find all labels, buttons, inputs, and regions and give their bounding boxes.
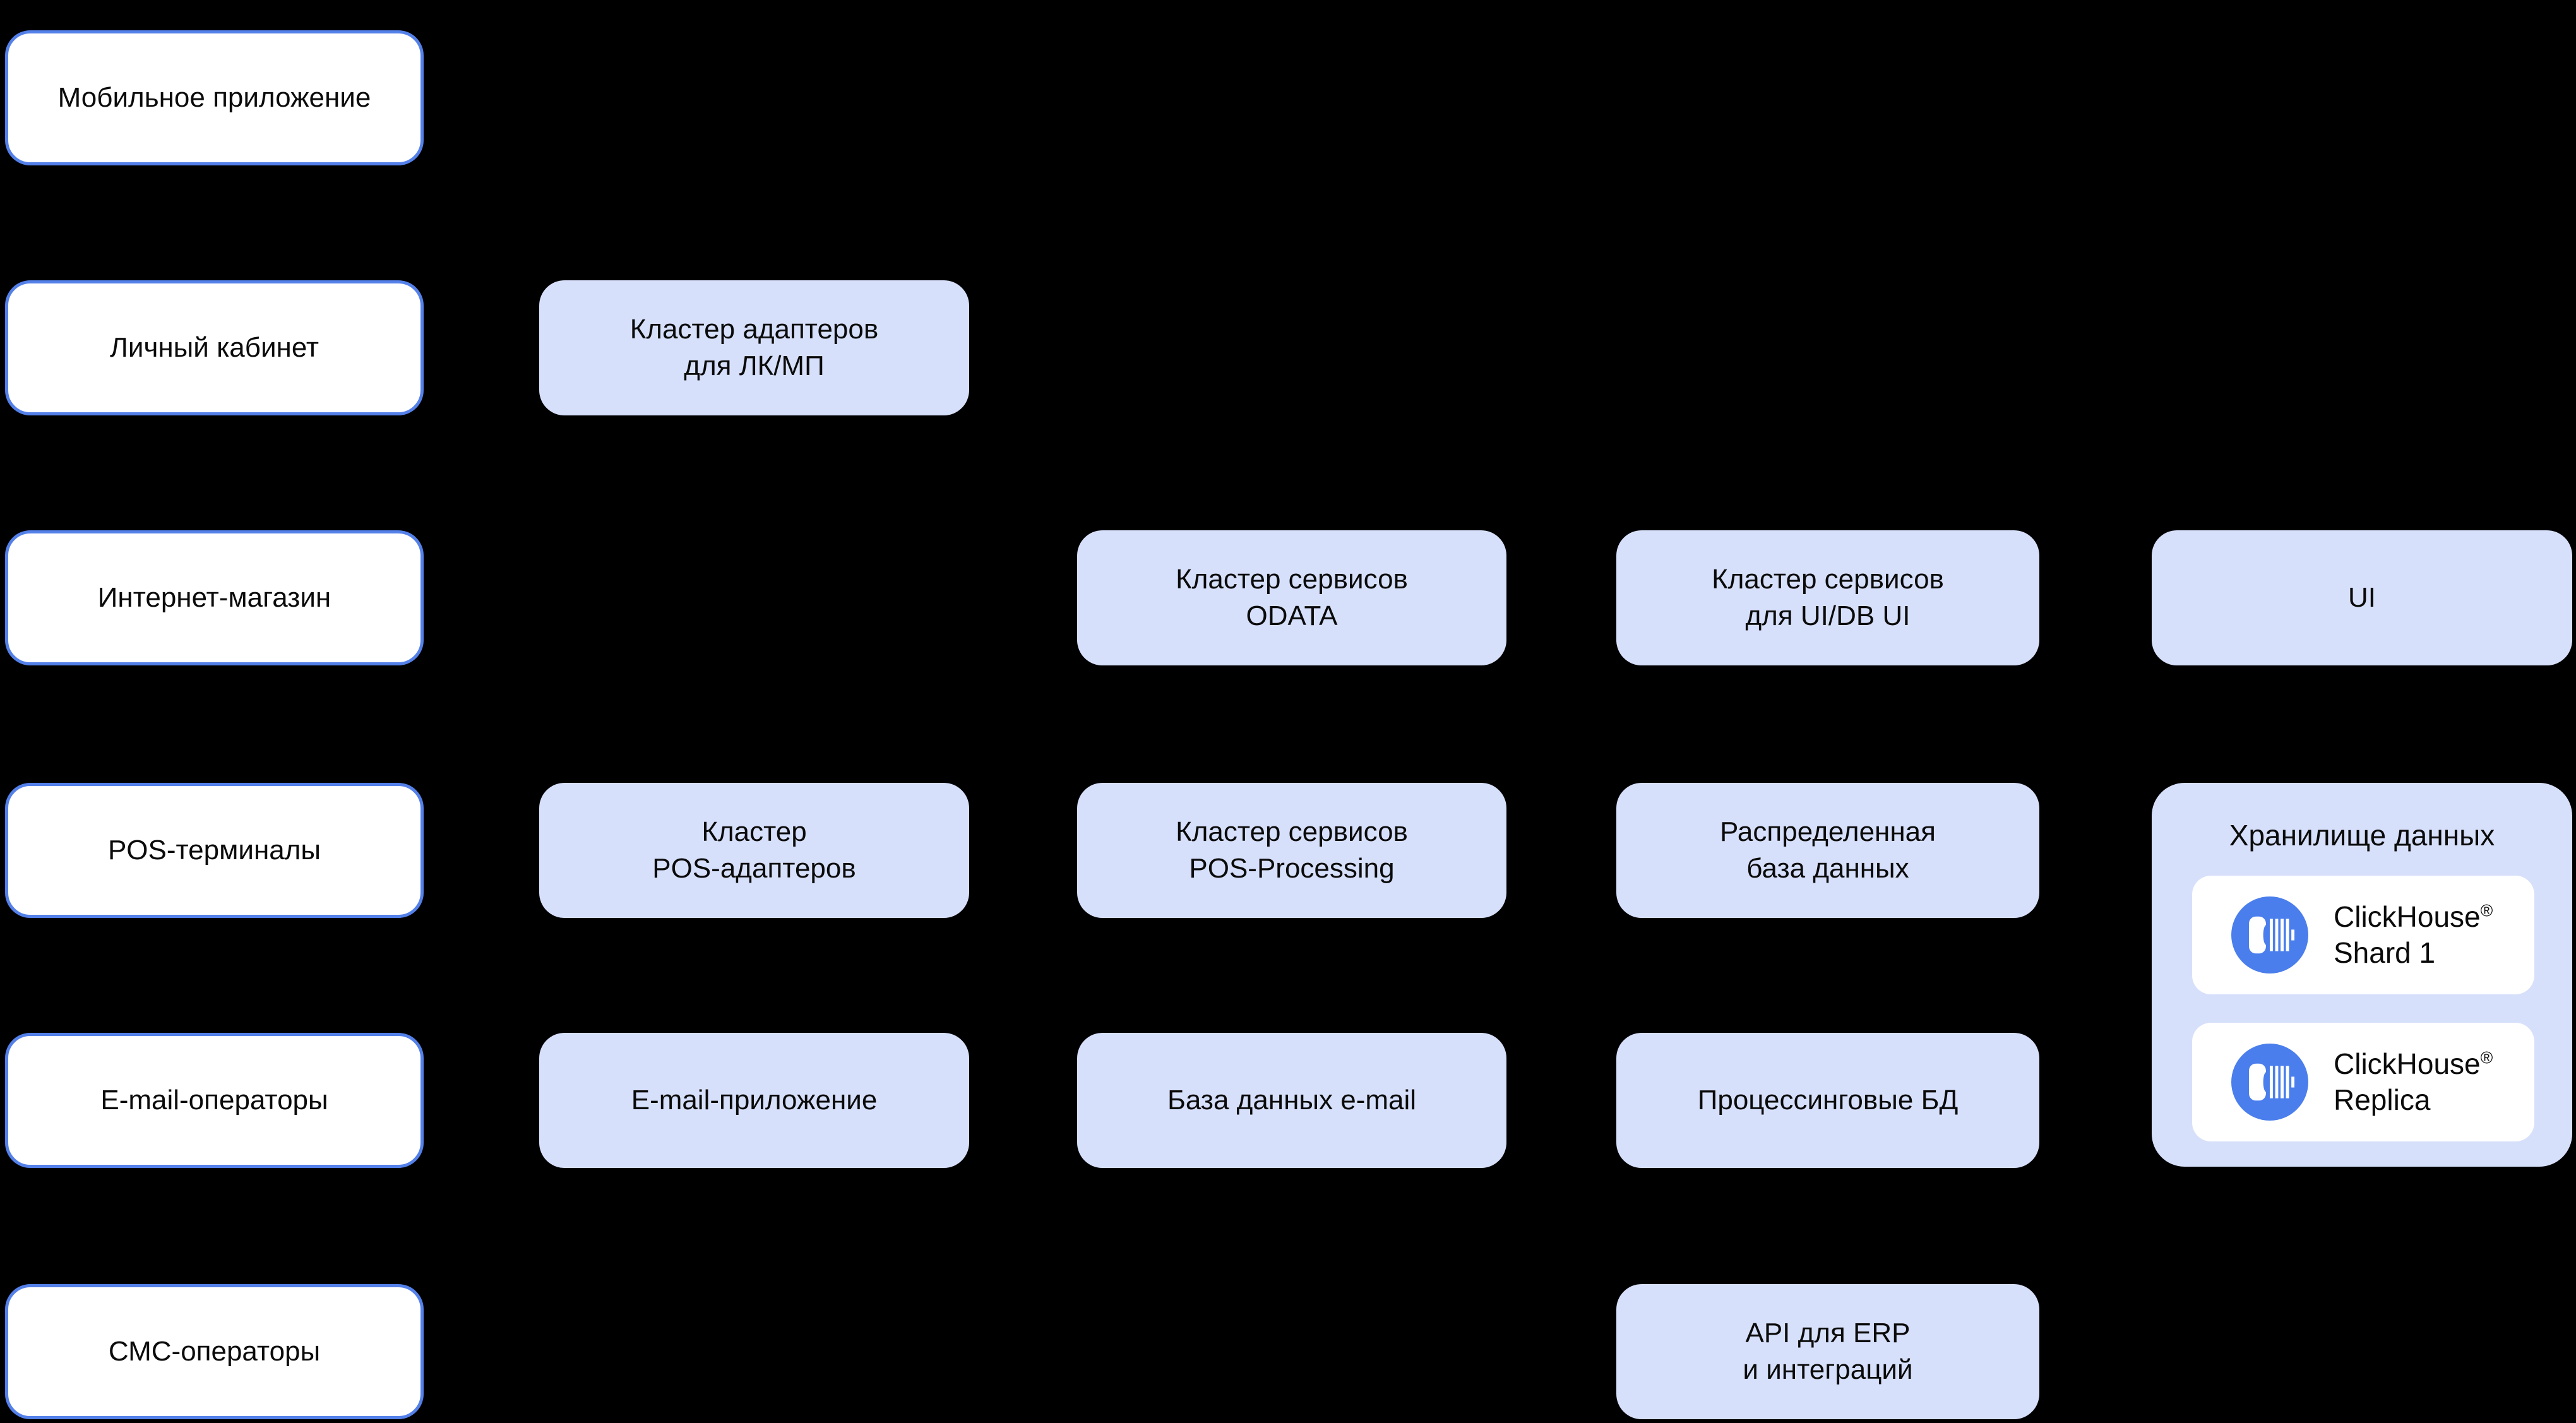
service-box-distributed-db: Распределенная база данных [1616,783,2039,918]
clickhouse-icon [2231,896,2308,973]
source-box-online-store: Интернет-магазин [5,530,424,665]
clickhouse-card-label: ClickHouse® Replica [2334,1046,2493,1119]
service-box-ui-db-cluster: Кластер сервисов для UI/DB UI [1616,530,2039,665]
service-box-adapters-cluster: Кластер адаптеров для ЛК/МП [539,280,969,415]
service-box-api-erp: API для ERP и интеграций [1616,1284,2039,1419]
clickhouse-replica-card: ClickHouse® Replica [2192,1023,2534,1141]
storage-title: Хранилище данных [2229,819,2495,852]
clickhouse-node-name: Replica [2334,1083,2431,1116]
service-box-email-db: База данных e-mail [1077,1033,1506,1168]
source-box-sms-operators: СМС-операторы [5,1284,424,1419]
clickhouse-icon [2231,1044,2308,1121]
clickhouse-brand-line: ClickHouse® [2334,1047,2493,1080]
source-box-pos-terminals: POS-терминалы [5,783,424,918]
service-box-ui: UI [2152,530,2572,665]
storage-panel: Хранилище данных ClickHouse® Shard 1 [2152,783,2572,1167]
registered-mark: ® [2480,1048,2493,1068]
clickhouse-shard-card: ClickHouse® Shard 1 [2192,876,2534,994]
source-box-email-operators: E-mail-операторы [5,1033,424,1168]
clickhouse-card-label: ClickHouse® Shard 1 [2334,899,2493,972]
source-box-personal-account: Личный кабинет [5,280,424,415]
clickhouse-brand-line: ClickHouse® [2334,900,2493,933]
service-box-email-app: E-mail-приложение [539,1033,969,1168]
service-box-pos-adapters-cluster: Кластер POS-адаптеров [539,783,969,918]
service-box-pos-processing-cluster: Кластер сервисов POS-Processing [1077,783,1506,918]
clickhouse-node-name: Shard 1 [2334,936,2436,969]
registered-mark: ® [2480,901,2493,920]
source-box-mobile-app: Мобильное приложение [5,30,424,165]
service-box-odata-cluster: Кластер сервисов ODATA [1077,530,1506,665]
service-box-processing-db: Процессинговые БД [1616,1033,2039,1168]
